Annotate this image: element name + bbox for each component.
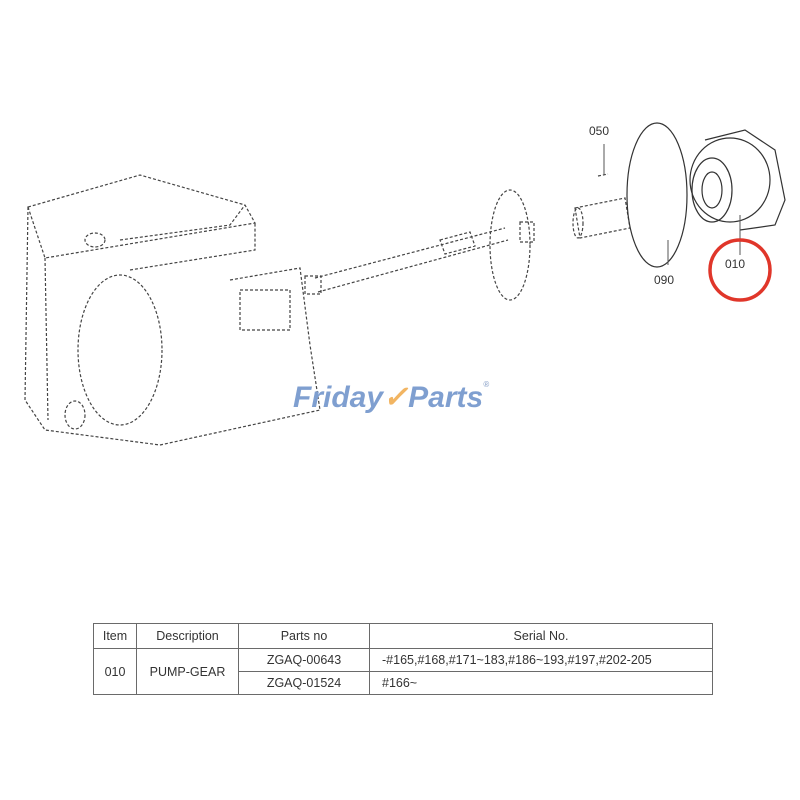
header-description: Description — [136, 623, 239, 649]
logo-text-parts: Parts — [408, 381, 484, 414]
table-row: 010 PUMP-GEAR ZGAQ-00643 -#165,#168,#171… — [93, 648, 713, 695]
transmission-housing — [27, 174, 256, 259]
registered-mark: ® — [483, 380, 490, 389]
cell-parts-no: ZGAQ-00643 — [238, 648, 370, 672]
o-ring-090 — [626, 122, 688, 268]
cell-serial: #166~ — [369, 671, 713, 695]
cell-serial: -#165,#168,#171~183,#186~193,#197,#202-2… — [369, 648, 713, 672]
table-row: ZGAQ-01524 #166~ — [94, 671, 713, 695]
pump-gear-010 — [691, 157, 733, 223]
callout-010: 010 — [725, 257, 746, 271]
parts-table: Item Description Parts no Serial No. 010… — [93, 623, 713, 695]
header-serial-no: Serial No. — [369, 623, 713, 649]
cell-parts-no: ZGAQ-01524 — [238, 671, 370, 695]
header-item: Item — [93, 623, 137, 649]
drive-shaft — [314, 227, 509, 293]
diagram-drawing — [24, 122, 786, 446]
highlight-circle — [708, 238, 772, 302]
callout-050: 050 — [589, 124, 610, 138]
fridayparts-watermark-logo: Friday✓Parts® — [293, 380, 489, 415]
header-parts-no: Parts no — [238, 623, 370, 649]
callout-090: 090 — [654, 273, 675, 287]
checkmark-icon: ✓ — [383, 381, 409, 414]
table-header-row: Item Description Parts no Serial No. — [93, 623, 713, 649]
exploded-parts-diagram: 050 090 010 — [24, 122, 786, 446]
cell-item: 010 — [93, 648, 137, 695]
cell-description: PUMP-GEAR — [136, 648, 239, 695]
logo-text-friday: Friday — [293, 381, 384, 414]
